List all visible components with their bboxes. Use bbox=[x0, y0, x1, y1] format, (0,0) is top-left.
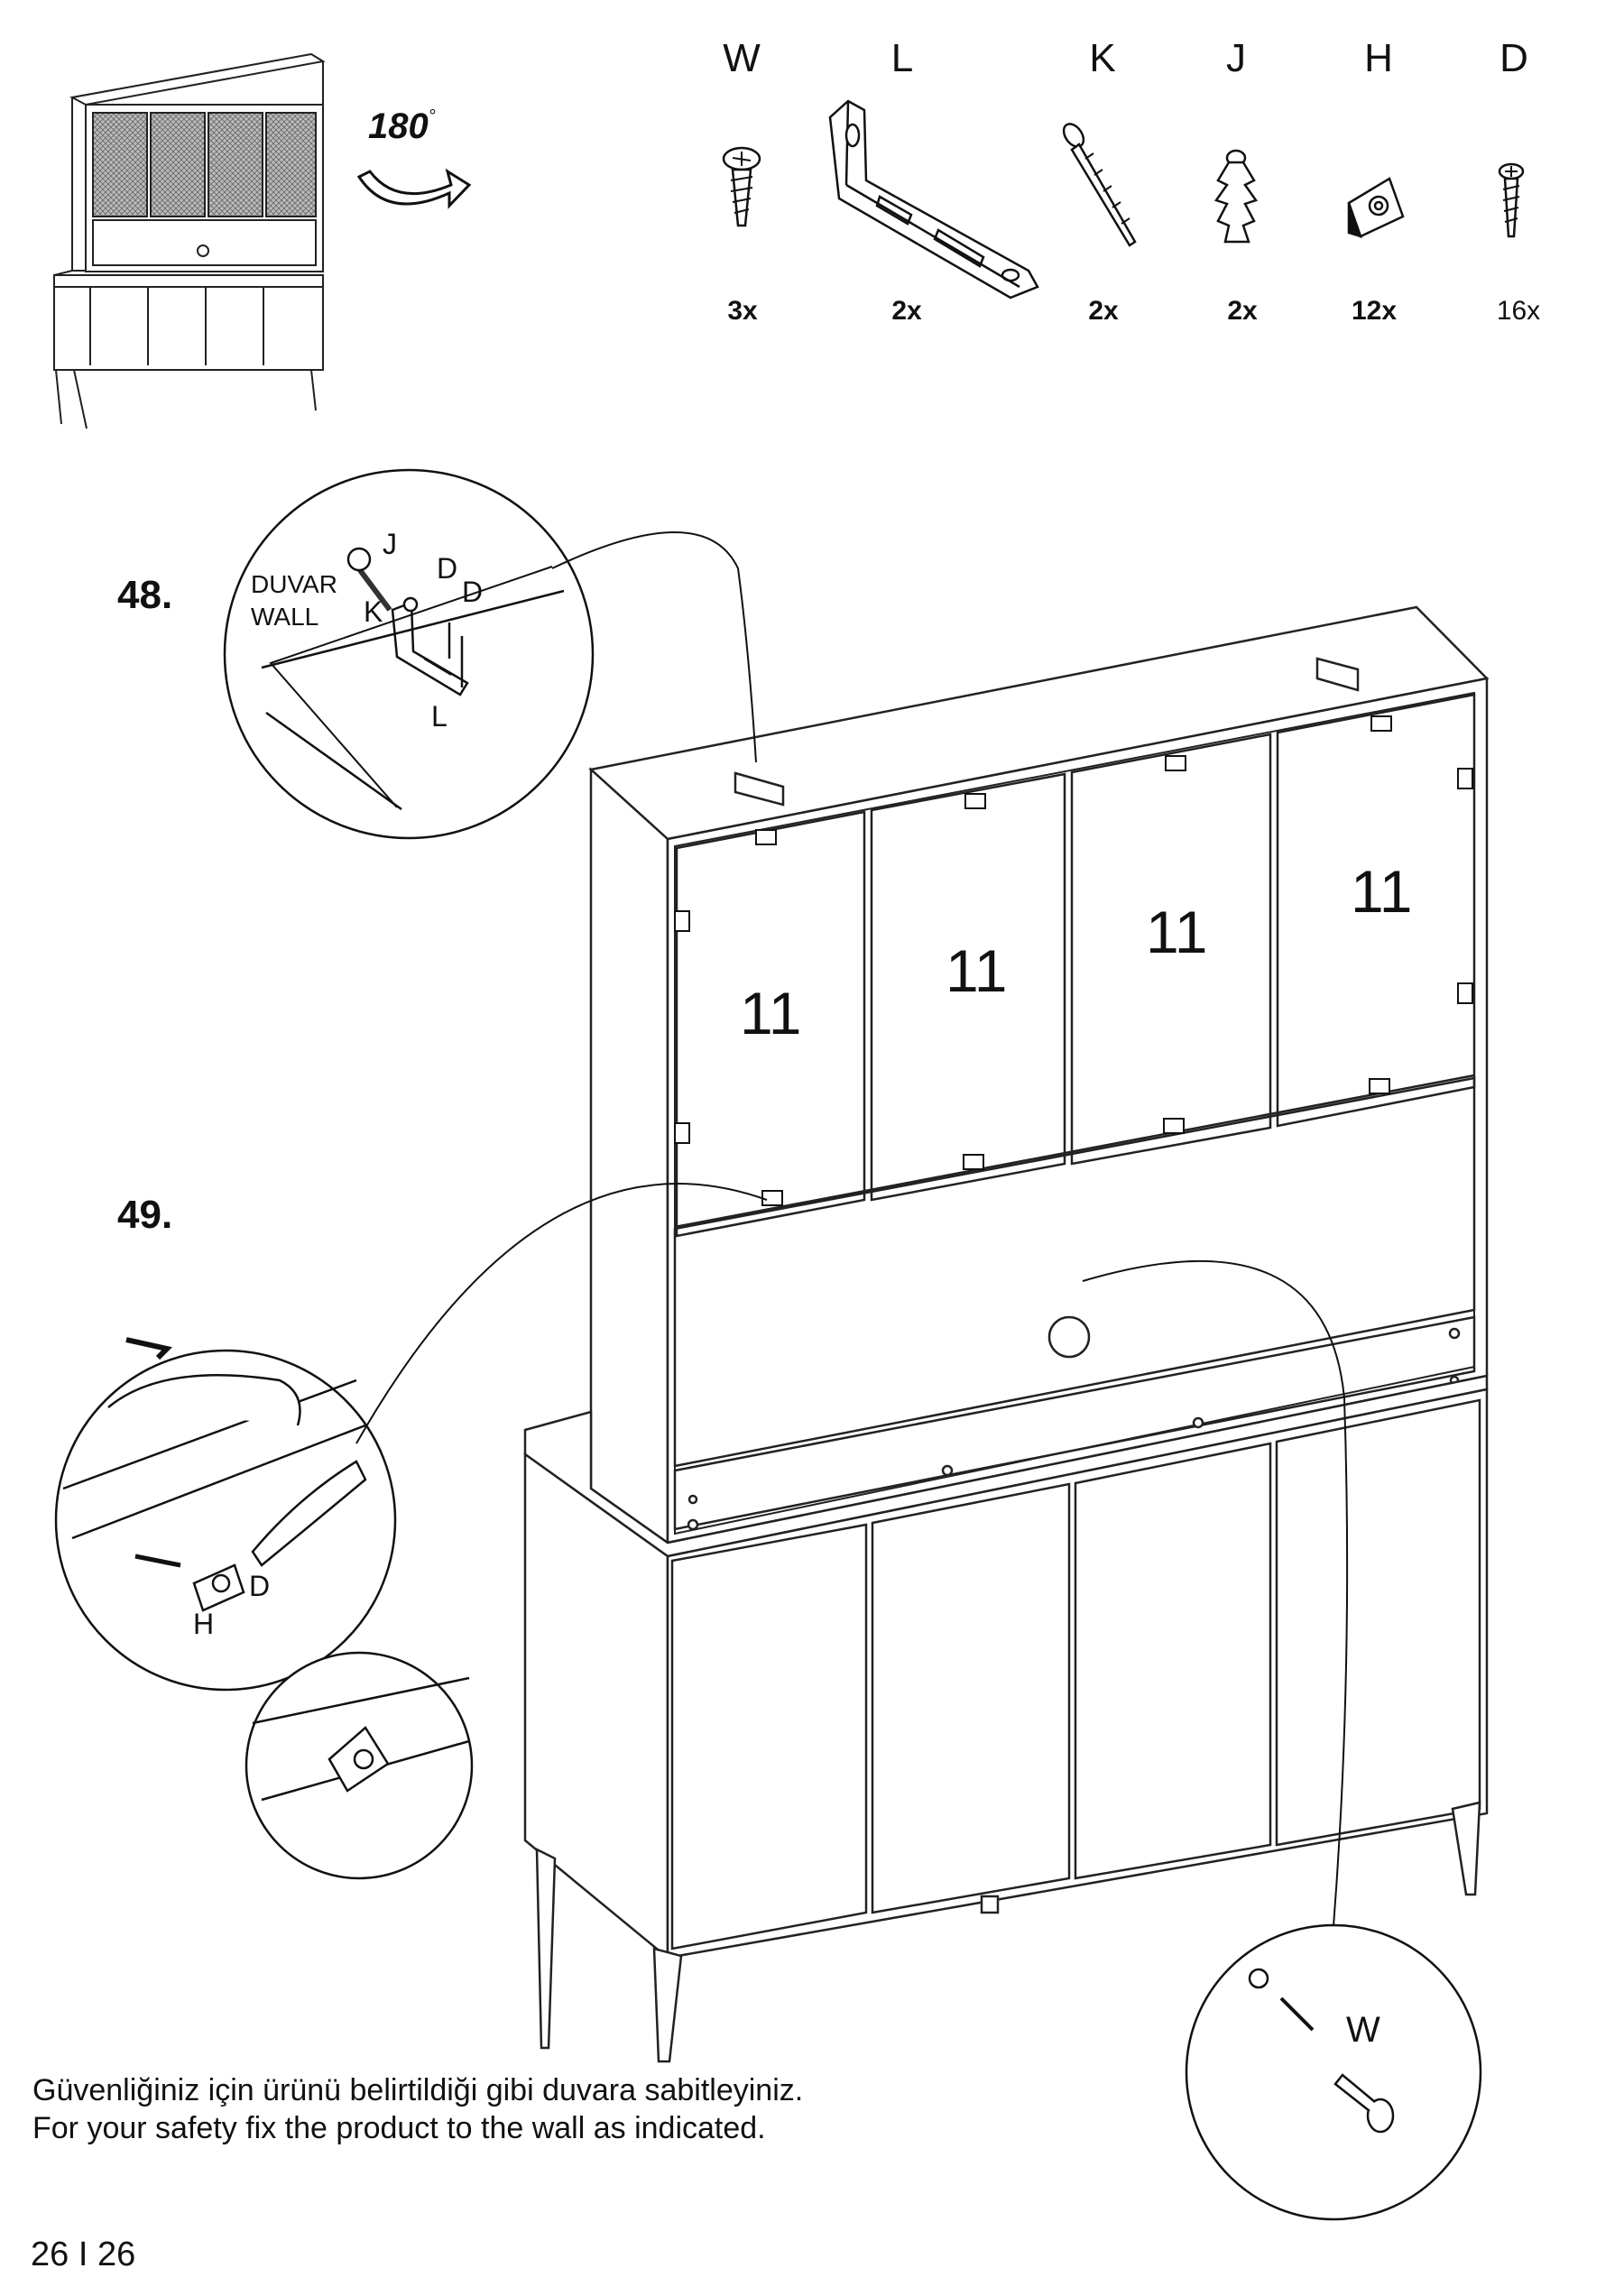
callout48-l: L bbox=[431, 700, 448, 733]
corner-blocks bbox=[674, 715, 1473, 1206]
callout49-h: H bbox=[193, 1608, 215, 1640]
panel-number-3: 11 bbox=[1146, 899, 1208, 965]
callout48-d2: D bbox=[462, 576, 484, 608]
rotation-unit: ° bbox=[428, 106, 436, 126]
callout49-d: D bbox=[249, 1570, 271, 1602]
callout48-d1: D bbox=[437, 552, 458, 585]
part-qty-k: 2x bbox=[1088, 296, 1119, 326]
panel-number-4: 11 bbox=[1351, 858, 1413, 925]
part-qty-l: 2x bbox=[891, 296, 922, 326]
wall-plug-j-icon bbox=[1214, 149, 1258, 244]
part-qty-w: 3x bbox=[727, 296, 758, 326]
callout-w bbox=[1082, 1259, 1482, 2221]
step-49-number: 49. bbox=[117, 1193, 173, 1237]
part-letter-w: W bbox=[723, 36, 761, 80]
rotation-label: 180° bbox=[368, 106, 436, 147]
bracket-l-icon bbox=[828, 99, 1039, 300]
part-qty-j: 2x bbox=[1227, 296, 1258, 326]
corner-block-h-icon bbox=[1347, 177, 1405, 238]
callout-48 bbox=[223, 468, 757, 840]
callout48-j: J bbox=[383, 528, 397, 560]
main-cabinet bbox=[523, 605, 1490, 2063]
callout48-wall-tr: DUVAR bbox=[251, 570, 337, 598]
calloutw-w: W bbox=[1346, 2010, 1380, 2050]
panel-number-1: 11 bbox=[740, 980, 802, 1047]
thumbnail-cabinet bbox=[53, 52, 326, 429]
part-letter-h: H bbox=[1364, 36, 1393, 80]
rotate-arrow-icon bbox=[356, 168, 472, 209]
part-letter-d: D bbox=[1499, 36, 1528, 80]
footer-note-en: For your safety fix the product to the w… bbox=[32, 2111, 766, 2145]
callout-49 bbox=[54, 1183, 768, 1880]
long-screw-k-icon bbox=[1062, 123, 1137, 247]
page-number: 26 I 26 bbox=[31, 2236, 136, 2273]
step-48-number: 48. bbox=[117, 573, 173, 617]
part-letter-k: K bbox=[1089, 36, 1116, 80]
screw-d-icon bbox=[1498, 162, 1525, 238]
callout48-wall-en: WALL bbox=[251, 603, 319, 631]
part-qty-h: 12x bbox=[1351, 296, 1398, 326]
callout48-k: K bbox=[364, 595, 383, 628]
part-letter-l: L bbox=[890, 36, 914, 80]
panel-number-2: 11 bbox=[946, 937, 1008, 1004]
screw-w-icon bbox=[722, 146, 761, 227]
rotation-value: 180 bbox=[368, 106, 429, 146]
part-qty-d: 16x bbox=[1496, 296, 1541, 326]
part-letter-j: J bbox=[1226, 36, 1246, 80]
footer-note-tr: Güvenliğiniz için ürünü belirtildiği gib… bbox=[32, 2073, 804, 2107]
